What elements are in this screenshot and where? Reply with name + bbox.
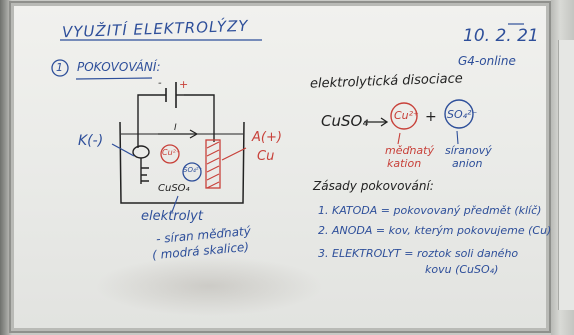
cation-pointer bbox=[398, 133, 400, 144]
cathode-label: K(-) bbox=[78, 134, 103, 148]
principle-2: 2. ANODA = kov, kterým pokovujeme (Cu) bbox=[318, 225, 551, 236]
anode-label: A(+) bbox=[252, 131, 282, 144]
dissociation-anion: SO₄²⁻ bbox=[447, 109, 477, 120]
key-cathode-icon bbox=[133, 146, 149, 184]
sulfate-ion-label: SO₄²⁻ bbox=[183, 167, 202, 174]
copper-ion-label: Cu²⁺ bbox=[162, 149, 180, 157]
anode-metal-label: Cu bbox=[257, 150, 274, 163]
anode-pointer bbox=[222, 148, 246, 160]
dissociation-reactant: CuSO₄ bbox=[321, 114, 368, 129]
date: 10. 2. 21 bbox=[463, 28, 539, 45]
section-number: 1 bbox=[56, 62, 63, 73]
electrolyte-label: elektrolyt bbox=[141, 210, 203, 223]
principle-3: 3. ELEKTROLYT = roztok soli daného bbox=[318, 248, 518, 259]
battery-minus: - bbox=[158, 79, 162, 89]
cation-note-1: měďnatý bbox=[385, 145, 434, 156]
heading-underline bbox=[76, 78, 152, 79]
anion-pointer bbox=[457, 131, 458, 144]
plus-sign: + bbox=[425, 110, 437, 124]
cathode-pointer bbox=[112, 144, 134, 156]
section-heading: POKOVOVÁNÍ: bbox=[77, 61, 161, 73]
dissociation-cation: Cu²⁺ bbox=[394, 110, 419, 121]
principles-heading: Zásady pokovování: bbox=[313, 180, 434, 192]
anion-note-2: anion bbox=[452, 158, 482, 169]
class-label: G4-online bbox=[458, 55, 516, 67]
principle-1: 1. KATODA = pokovovaný předmět (klíč) bbox=[318, 205, 541, 216]
anion-note-1: síranový bbox=[445, 145, 492, 156]
current-label: I bbox=[174, 124, 177, 133]
battery-plus: + bbox=[179, 79, 188, 90]
principle-3-continued: kovu (CuSO₄) bbox=[425, 264, 498, 275]
anode-hatching bbox=[207, 142, 219, 188]
solution-label: CuSO₄ bbox=[158, 184, 190, 194]
cation-note-2: kation bbox=[387, 158, 421, 169]
